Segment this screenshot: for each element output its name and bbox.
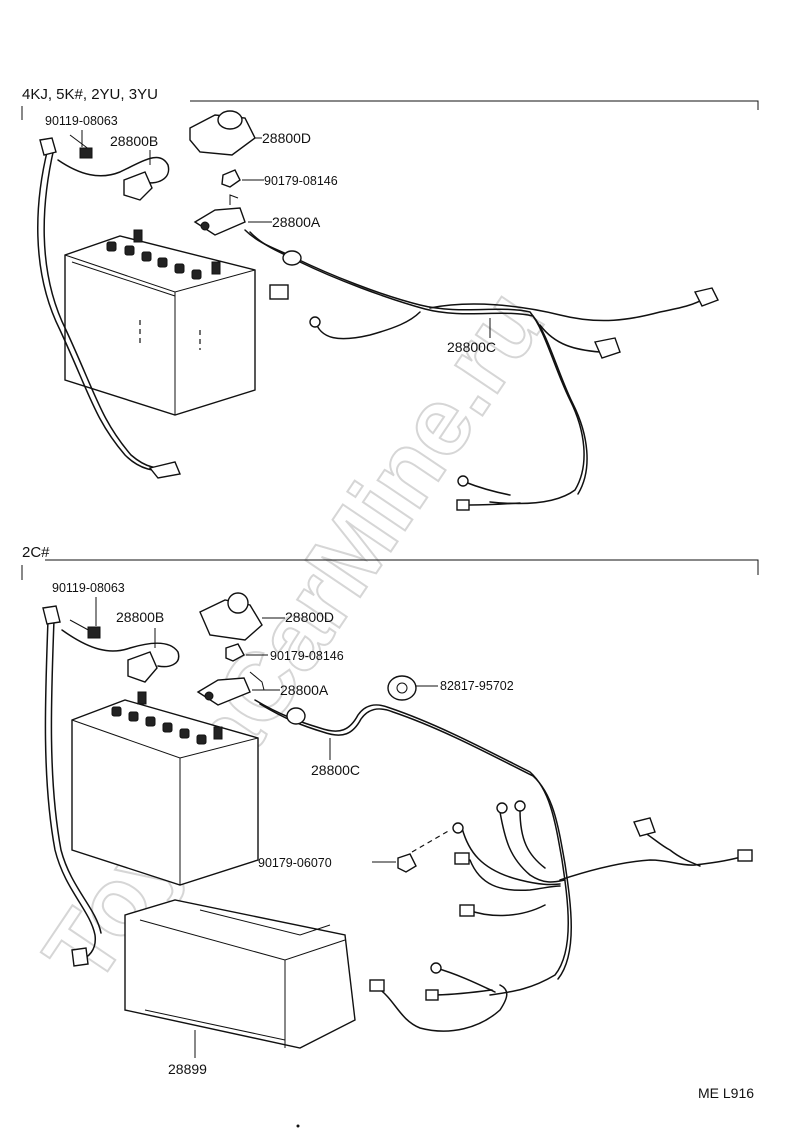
label-28800B-1: 28800B	[110, 133, 158, 149]
footer-code: ME L916	[698, 1085, 754, 1101]
dashed-leader	[411, 829, 451, 853]
terminal-lug-1	[39, 137, 57, 156]
terminal-28800B-2	[127, 651, 158, 683]
section-2-heading: 2C#	[22, 544, 50, 561]
section-2-frame	[45, 559, 759, 575]
cable-28800B-2	[61, 629, 180, 668]
label-90179-08146-1: 90179-08146	[264, 174, 338, 188]
bolt-90119-1	[69, 134, 93, 159]
label-28899: 28899	[168, 1061, 207, 1077]
negative-cable-2	[44, 619, 97, 961]
battery-1	[64, 229, 256, 416]
terminal-28800A-2	[196, 671, 265, 706]
nut-90179-2	[225, 643, 245, 662]
harness-28800C-2	[254, 699, 753, 1032]
terminal-lug-2	[148, 461, 181, 479]
label-28800C-1: 28800C	[447, 339, 496, 355]
section-1-frame	[190, 100, 759, 110]
terminal-lug-4	[71, 947, 89, 967]
label-82817-95702: 82817-95702	[440, 679, 514, 693]
nut-90179-06070	[397, 853, 417, 873]
battery-2	[71, 691, 259, 886]
harness-28800C-1	[244, 229, 719, 511]
speck	[296, 1124, 300, 1128]
negative-cable-1	[37, 147, 171, 472]
terminal-lug-3	[42, 605, 61, 625]
label-90179-06070: 90179-06070	[258, 856, 332, 870]
label-28800C-2: 28800C	[311, 762, 360, 778]
section-1-heading: 4KJ, 5K#, 2YU, 3YU	[22, 86, 158, 103]
label-28800A-1: 28800A	[272, 214, 321, 230]
terminal-28800A-1	[193, 194, 246, 236]
section-1: 4KJ, 5K#, 2YU, 3YU	[21, 86, 759, 511]
label-90119-08063-2: 90119-08063	[52, 581, 125, 595]
label-28800B-2: 28800B	[116, 609, 164, 625]
label-28800A-2: 28800A	[280, 682, 329, 698]
clip-82817-95702	[387, 675, 417, 701]
cover-28800D-2	[199, 599, 263, 641]
battery-tray-28899	[124, 899, 356, 1049]
nut-90179-1	[221, 169, 241, 188]
label-90119-08063-1: 90119-08063	[45, 114, 118, 128]
label-90179-08146-2: 90179-08146	[270, 649, 344, 663]
section-2: 2C# 28899	[21, 544, 759, 1077]
label-28800D-1: 28800D	[262, 130, 311, 146]
terminal-28800B-1	[123, 171, 153, 201]
label-28800D-2: 28800D	[285, 609, 334, 625]
bolt-90119-2	[69, 619, 101, 639]
cable-28800B-1	[57, 156, 170, 184]
